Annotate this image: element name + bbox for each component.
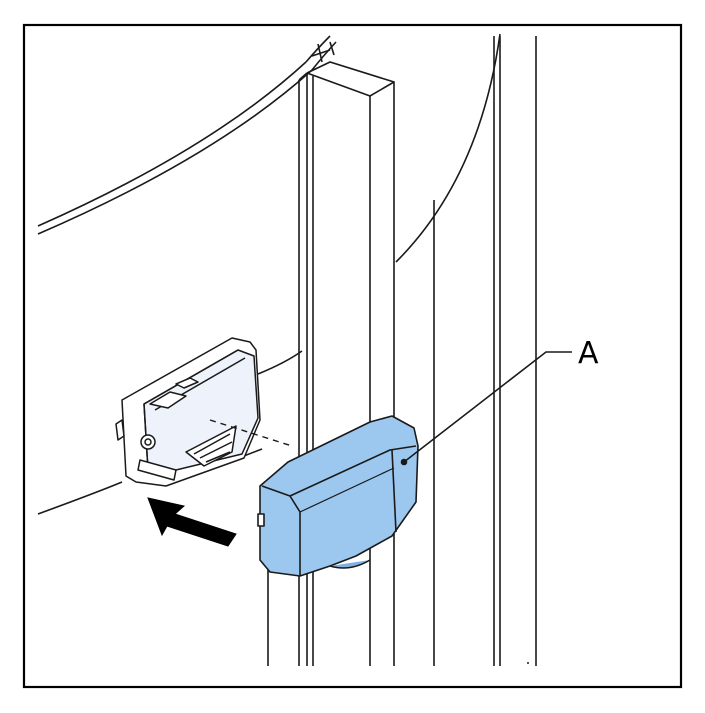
callout-a-leader: [403, 351, 572, 463]
cover-slot: [257, 513, 265, 527]
upper-arch: [37, 35, 337, 235]
mounting-bracket: [115, 337, 261, 487]
right-panel: [433, 36, 537, 666]
bottom-mark: [527, 662, 529, 664]
alignment-dashed-line: [209, 419, 293, 447]
blue-cover: [257, 415, 419, 577]
insert-arrow-icon: [147, 497, 237, 547]
callout-a-label: A: [578, 336, 599, 371]
figure-frame: [22, 23, 683, 689]
